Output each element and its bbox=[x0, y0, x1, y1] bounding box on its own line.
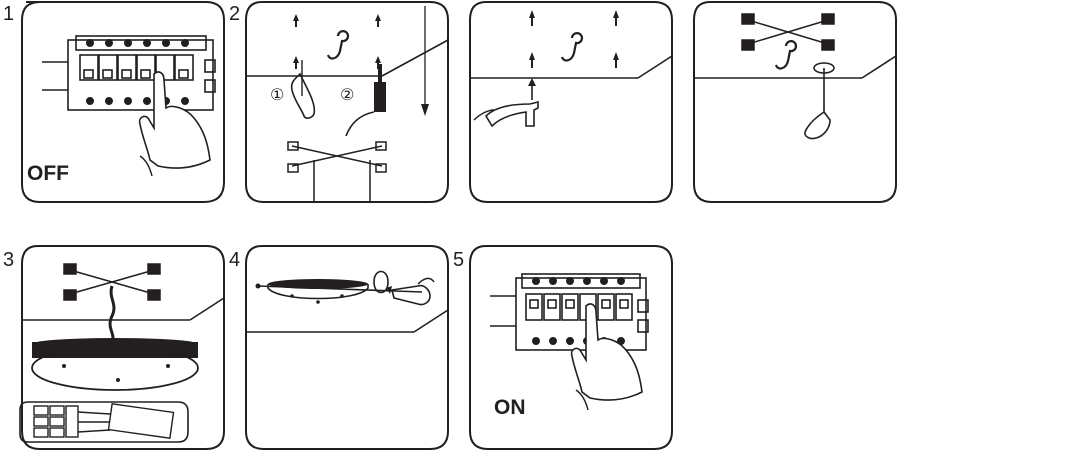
fixture-top bbox=[32, 338, 198, 350]
cable-icon bbox=[110, 286, 114, 342]
hand-icon bbox=[140, 72, 210, 168]
attach-bracket-illustration bbox=[690, 0, 900, 205]
step-number-1: 1 bbox=[3, 4, 14, 24]
step-number-3: 3 bbox=[3, 250, 14, 270]
step-5-panel: ON bbox=[466, 244, 676, 451]
marker-2: ② bbox=[340, 85, 354, 104]
breaker-panel-icon bbox=[42, 36, 215, 110]
hook-icon bbox=[562, 33, 582, 60]
step-number-4: 4 bbox=[229, 250, 240, 270]
step-number-2: 2 bbox=[229, 4, 240, 24]
screwdriver-hand-icon bbox=[392, 286, 430, 305]
hook-icon bbox=[776, 41, 796, 68]
step-2c-panel bbox=[690, 0, 900, 205]
hammer-icon bbox=[486, 102, 538, 126]
wiring-illustration bbox=[18, 244, 228, 451]
anchor-plug-icon bbox=[292, 74, 315, 118]
drill-icon bbox=[374, 64, 386, 112]
step-1-panel: OFF bbox=[18, 0, 228, 205]
marker-1: ① bbox=[270, 85, 284, 104]
fix-fixture-illustration bbox=[242, 244, 452, 451]
mounting-bracket-icon bbox=[288, 142, 386, 202]
breaker-state-caption: ON bbox=[494, 396, 526, 420]
breaker-state-caption: OFF bbox=[27, 162, 69, 186]
step-3-panel bbox=[18, 244, 228, 451]
step-2b-panel bbox=[466, 0, 676, 205]
hook-icon bbox=[328, 31, 348, 58]
step-2-panel: ① ② bbox=[242, 0, 452, 205]
breaker-panel-icon bbox=[490, 274, 648, 350]
insert-anchors-illustration bbox=[466, 0, 676, 205]
step-number-5: 5 bbox=[453, 250, 464, 270]
drill-mount-illustration: ① ② bbox=[242, 0, 452, 205]
rotate-arrow-icon bbox=[374, 272, 388, 293]
step-4-panel bbox=[242, 244, 452, 451]
mounting-bracket-icon bbox=[742, 14, 834, 50]
screwdriver-hand-icon bbox=[805, 112, 830, 139]
